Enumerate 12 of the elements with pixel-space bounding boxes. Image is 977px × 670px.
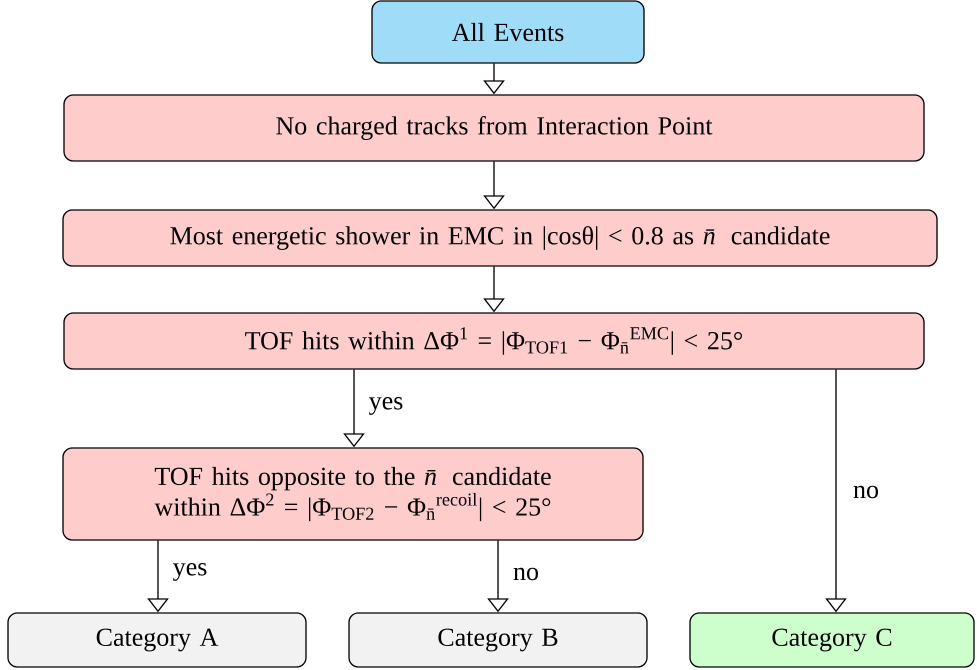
process-box: Category B	[348, 612, 648, 668]
process-box: TOF hits within ΔΦ$^{1}$ = |Φ$_{TOF1}$ − Φ$_{n̄}$$^{EMC}$| < 25°	[63, 312, 925, 370]
process-box: All Events	[371, 0, 645, 64]
process-box: TOF hits opposite to the n̄ candidate within ΔΦ$^{2}$ = |Φ$_{TOF2}$ − Φ$_{n̄}$$^{recoil}$| < 25°	[62, 447, 644, 541]
edge-label: no	[514, 568, 538, 580]
edge-label: yes	[369, 397, 402, 415]
edge-label: no	[854, 486, 878, 498]
process-box: Category C	[689, 612, 975, 668]
process-box: No charged tracks from Interaction Point	[63, 94, 925, 162]
edge-label: yes	[173, 563, 206, 581]
process-box: Category A	[7, 612, 307, 668]
process-box: Most energetic shower in EMC in |cosθ| < 0.8 as n̄ candidate	[62, 209, 938, 267]
